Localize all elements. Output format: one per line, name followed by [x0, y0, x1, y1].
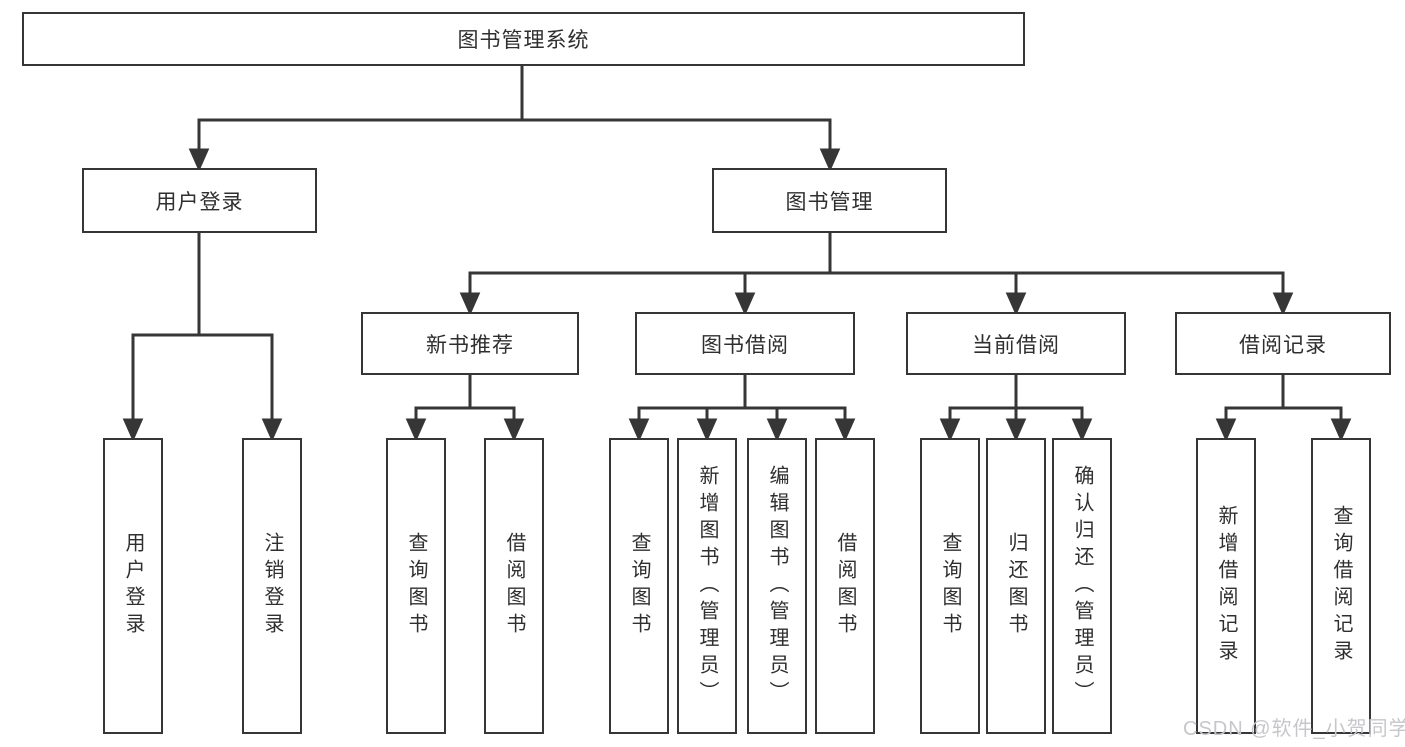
connector-current-borrowing-children: [939, 375, 1093, 442]
leaf-logout: 注销登录: [242, 438, 302, 734]
leaf-add-borrow-record-label: 新增借阅记录: [1215, 505, 1237, 667]
connector-book-borrowing-children: [628, 375, 856, 442]
leaf-query-books-current-label: 查询图书: [939, 532, 961, 640]
leaf-user-login: 用户登录: [103, 438, 163, 734]
leaf-add-books-admin: 新增图书（管理员）: [677, 438, 737, 734]
leaf-borrow-books: 借阅图书: [815, 438, 875, 734]
leaf-borrow-books-recommend-label: 借阅图书: [503, 532, 525, 640]
leaf-confirm-return-admin: 确认归还（管理员）: [1052, 438, 1112, 734]
leaf-add-borrow-record: 新增借阅记录: [1196, 438, 1256, 734]
leaf-query-borrow-record: 查询借阅记录: [1311, 438, 1371, 734]
leaf-borrow-books-label: 借阅图书: [834, 532, 856, 640]
leaf-confirm-return-admin-label: 确认归还（管理员）: [1071, 464, 1093, 708]
leaf-logout-label: 注销登录: [261, 532, 283, 640]
leaf-return-books: 归还图书: [986, 438, 1046, 734]
leaf-add-books-admin-label: 新增图书（管理员）: [696, 464, 718, 708]
connector-user-login-children: [122, 233, 283, 442]
node-library-management-system: 图书管理系统: [22, 12, 1025, 66]
connector-borrowing-records-children: [1215, 375, 1352, 442]
connector-new-book-recommendation-children: [405, 375, 525, 442]
leaf-borrow-books-recommend: 借阅图书: [484, 438, 544, 734]
connector-root-to-level2: [188, 66, 841, 172]
node-book-borrowing: 图书借阅: [635, 312, 855, 375]
watermark-text: CSDN @软件_小贺同学: [1183, 718, 1405, 740]
leaf-query-books-borrow-label: 查询图书: [628, 532, 650, 640]
leaf-edit-books-admin-label: 编辑图书（管理员）: [766, 464, 788, 708]
leaf-query-books-borrow: 查询图书: [609, 438, 669, 734]
leaf-query-books-recommend-label: 查询图书: [405, 532, 427, 640]
leaf-query-borrow-record-label: 查询借阅记录: [1330, 505, 1352, 667]
leaf-return-books-label: 归还图书: [1005, 532, 1027, 640]
node-user-login: 用户登录: [82, 168, 317, 233]
leaf-user-login-label: 用户登录: [122, 532, 144, 640]
node-borrowing-records: 借阅记录: [1175, 312, 1391, 375]
leaf-query-books-current: 查询图书: [920, 438, 980, 734]
node-current-borrowing: 当前借阅: [906, 312, 1126, 375]
connector-book-management-children: [459, 233, 1294, 316]
leaf-edit-books-admin: 编辑图书（管理员）: [747, 438, 807, 734]
leaf-query-books-recommend: 查询图书: [386, 438, 446, 734]
node-new-book-recommendation: 新书推荐: [361, 312, 579, 375]
node-book-management: 图书管理: [712, 168, 947, 233]
